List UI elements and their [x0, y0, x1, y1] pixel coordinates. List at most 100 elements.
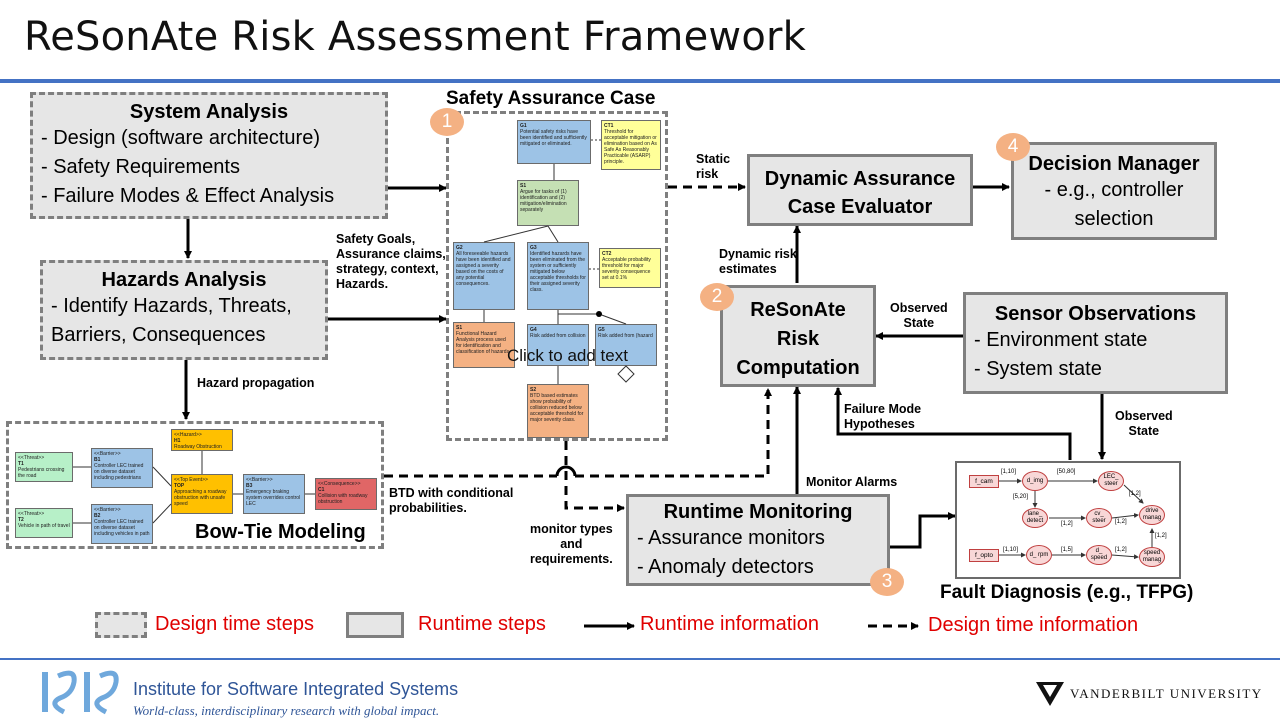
label-safety-goals: Safety Goals,Assurance claims,strategy, … [336, 232, 446, 291]
tfpg-edge-label: [1,2] [1129, 491, 1141, 497]
hazards-analysis-heading: Hazards Analysis [101, 269, 267, 291]
tfpg-edge-label: [50,80] [1057, 469, 1076, 475]
safety-case-heading: Safety Assurance Case [446, 88, 656, 109]
tfpg-node: d_ speed [1086, 545, 1112, 565]
tfpg-node: d_img [1022, 471, 1048, 491]
decision-manager-box: Decision Manager - e.g., controller sele… [1011, 142, 1217, 240]
tfpg-edge-label: [1,5] [1061, 547, 1073, 553]
gsn-links [483, 139, 635, 384]
dace-box: Dynamic Assurance Case Evaluator [747, 154, 973, 226]
hazards-analysis-box: Hazards Analysis - Identify Hazards, Thr… [40, 260, 328, 360]
decision-manager-heading: Decision Manager [1028, 153, 1200, 175]
legend-runtime-steps: Runtime steps [418, 613, 546, 635]
legend-design-info: Design time information [928, 614, 1139, 636]
fault-diagnosis-caption: Fault Diagnosis (e.g., TFPG) [940, 582, 1194, 603]
decision-manager-line2: selection [1074, 208, 1154, 230]
tfpg-node: f_cam [969, 475, 999, 488]
system-analysis-item: - Design (software architecture) [41, 127, 320, 149]
step-badge-3: 3 [870, 568, 904, 596]
step-badge-1: 1 [430, 108, 464, 136]
tfpg-node: LEC_ steer [1098, 471, 1124, 491]
tfpg-node: lane_ detect [1022, 508, 1048, 528]
page-title: ReSonAte Risk Assessment Framework [24, 14, 806, 60]
tfpg-edge-label: [1,2] [1115, 547, 1127, 553]
footer-rule [0, 658, 1280, 660]
tfpg-edge-label: [1,2] [1115, 519, 1127, 525]
sensor-box: Sensor Observations - Environment state … [963, 292, 1228, 394]
runtime-monitoring-box: Runtime Monitoring - Assurance monitors … [626, 494, 890, 586]
label-hazard-propagation: Hazard propagation [197, 376, 315, 390]
tfpg-node: f_opto [969, 549, 999, 562]
runtime-monitoring-heading: Runtime Monitoring [663, 501, 853, 523]
system-analysis-item: - Safety Requirements [41, 156, 240, 178]
sensor-item: - System state [974, 358, 1102, 380]
legend-design-swatch [95, 612, 147, 638]
system-analysis-item: - Failure Modes & Effect Analysis [41, 185, 335, 207]
system-analysis-heading: System Analysis [129, 101, 289, 123]
tfpg-node: drive manag [1139, 505, 1165, 525]
runtime-monitoring-item: - Anomaly detectors [637, 556, 814, 578]
resonate-box: ReSonAte Risk Computation [720, 285, 876, 387]
resonate-line1: ReSonAte [750, 299, 846, 321]
resonate-line2: Risk [776, 328, 820, 350]
footer-org-tagline: World-class, interdisciplinary research … [133, 703, 440, 718]
tfpg-node: speed manag [1139, 547, 1165, 567]
sensor-heading: Sensor Observations [994, 303, 1197, 325]
footer-org-name: Institute for Software Integrated System… [133, 679, 459, 699]
decision-manager-line1: - e.g., controller [1044, 179, 1184, 201]
tfpg-node: d_ rpm [1026, 545, 1052, 565]
vanderbilt-logo-icon [1036, 682, 1064, 706]
bowtie-links [73, 451, 315, 524]
hazards-analysis-item: Barriers, Consequences [51, 324, 266, 346]
isis-logo [42, 670, 119, 715]
legend-design-steps: Design time steps [155, 613, 314, 635]
resonate-line3: Computation [736, 357, 860, 379]
arrow-bowtie-hop [555, 465, 577, 477]
bowtie-heading: Bow-Tie Modeling [195, 521, 366, 543]
tfpg-edge-label: [1,10] [1003, 547, 1019, 553]
placeholder-text[interactable]: Click to add text [507, 346, 628, 365]
system-analysis-box: System Analysis - Design (software archi… [30, 92, 388, 219]
footer-university: VANDERBILT UNIVERSITY [1070, 686, 1263, 701]
arrow-monitor-to-fault [890, 512, 956, 549]
tfpg-edge-label: [1,10] [1001, 469, 1017, 475]
tfpg-edge-label: [1,2] [1061, 521, 1073, 527]
tfpg-node: cv_ steer [1086, 508, 1112, 528]
tfpg-edge-label: [5,20] [1013, 494, 1029, 500]
title-rule [0, 79, 1280, 83]
arrow-fault-to-resonate [834, 387, 1072, 460]
step-badge-4: 4 [996, 133, 1030, 161]
sensor-item: - Environment state [974, 329, 1148, 351]
step-badge-2: 2 [700, 283, 734, 311]
tfpg-box: f_cam d_img LEC_ steer lane_ detect cv_ … [955, 461, 1181, 579]
runtime-monitoring-item: - Assurance monitors [637, 527, 825, 549]
tfpg-edges [999, 478, 1155, 560]
dace-line1: Dynamic Assurance [764, 168, 956, 190]
dace-line2: Case Evaluator [787, 196, 933, 218]
